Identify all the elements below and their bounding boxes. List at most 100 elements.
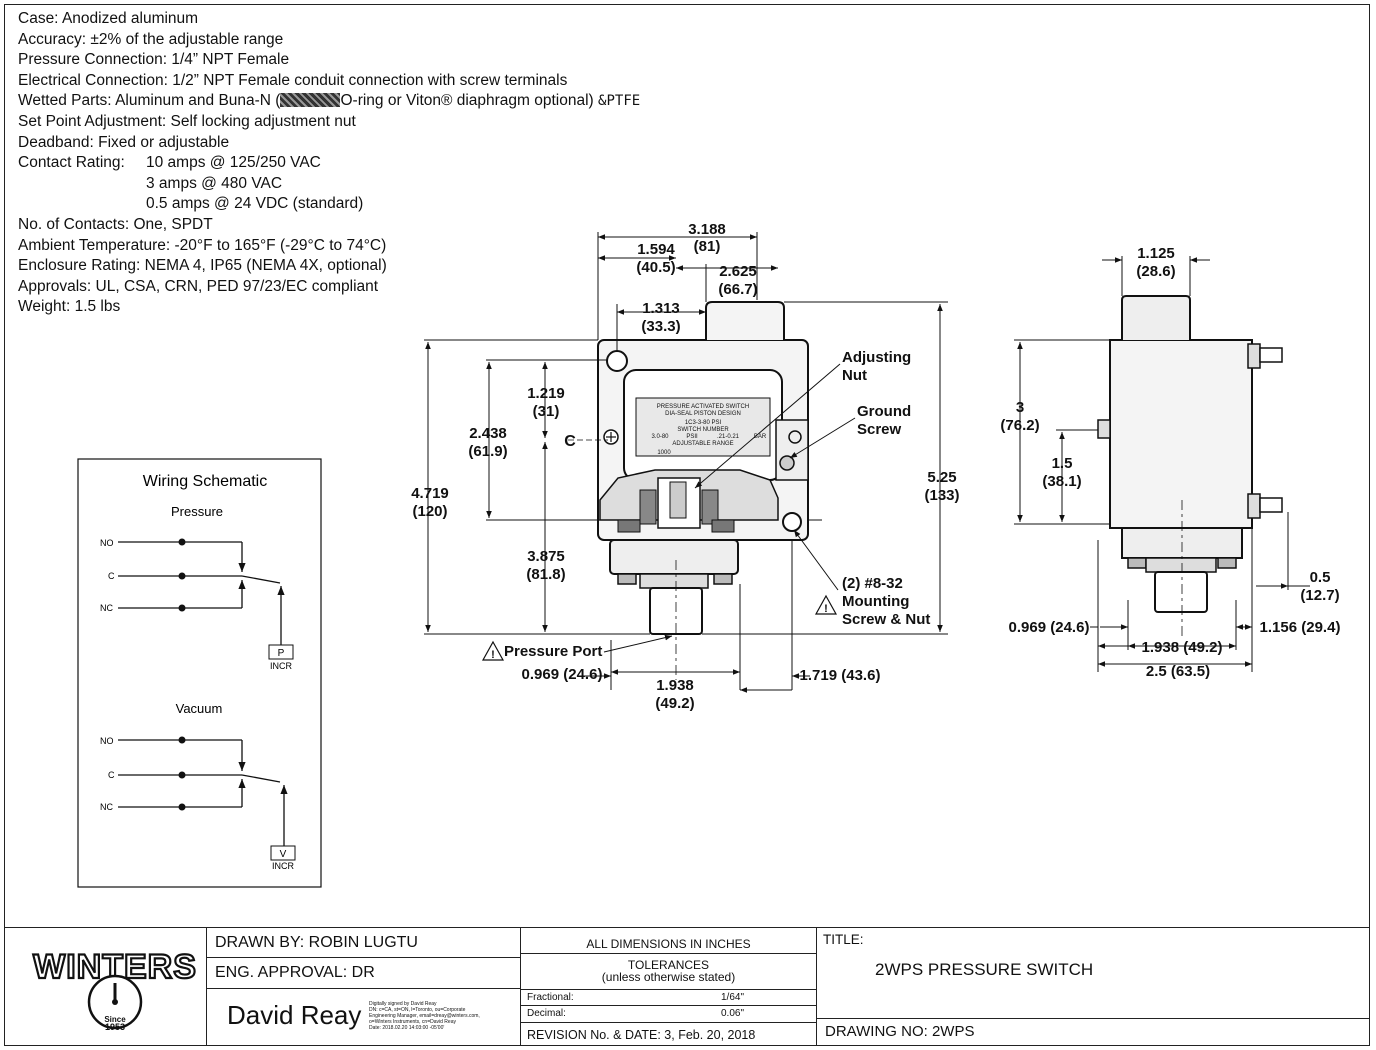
dim-1938: 1.938 [656,677,694,694]
title-label: TITLE: [823,932,864,947]
dim-3188: 3.188 [688,221,726,238]
side-dim-1156: 1.156 (29.4) [1260,619,1341,636]
pressure-housing [609,539,739,575]
drawing-number: DRAWING NO: 2WPS [825,1023,975,1040]
side-dim-0969: 0.969 (24.6) [1009,619,1090,636]
winters-logo: WINTERS Since 1953 [32,947,197,1032]
callout-mounting-3: Screw & Nut [842,611,930,628]
signature-cell: David Reay Digitally signed by David Rea… [207,989,521,1045]
wiring-schematic: Wiring Schematic Pressure NO C NC P INCR… [77,458,322,888]
spec-pressure-connection: Pressure Connection: 1/4” NPT Female [18,51,290,69]
callout-ground: Ground [857,403,911,420]
contact-rating-1: 10 amps @ 125/250 VAC [146,154,321,172]
side-dim-15: 1.5 [1052,455,1073,472]
v-box-label: V [280,849,287,860]
decimal-value: 0.06" [721,1008,745,1019]
side-dim-3: 3 [1016,399,1024,416]
warning-icons [481,594,838,661]
spec-wetted-parts-b: O-ring or Viton® diaphragm optional) [340,92,599,110]
incr-label-pressure: INCR [270,661,292,671]
logo-since: Since [104,1015,126,1024]
dim-120: (120) [412,503,447,520]
fractional-label: Fractional: [527,992,574,1003]
dim-1719: 1.719 (43.6) [800,667,881,684]
front-view: PRESSURE ACTIVATED SWITCH DIA-SEAL PISTO… [568,301,809,680]
contact-rating-label: Contact Rating: [18,154,125,172]
sig-note-3: Engineering Manager, email=dreay@winters… [369,1013,480,1019]
conduit-boss [705,301,785,340]
callout-adjusting-nut: Nut [842,367,867,384]
nameplate-line-5c: .21-0.21 [717,434,740,440]
dim-0969: 0.969 (24.6) [522,666,603,683]
side-dim-05: 0.5 [1310,569,1331,586]
dim-405: (40.5) [636,259,675,276]
side-dimension-texts: 1.125 (28.6) 3 (76.2) 1.5 (38.1) 0.5 (12… [1000,245,1340,680]
dim-3875: 3.875 [527,548,565,565]
dim-333: (33.3) [641,318,680,335]
nc-label-vac: NC [100,802,113,812]
no-label-vac: NO [100,736,114,746]
dim-81: (81) [694,238,721,255]
front-dimension-texts: 3.188 (81) 1.594 (40.5) 2.625 (66.7) 1.3… [411,221,959,712]
vacuum-label: Vacuum [176,701,223,716]
centerline-symbol: C [564,433,576,450]
nameplate-line-5b: PSII [686,434,698,440]
front-callouts: Adjusting Nut Ground Screw (2) #8-32 Mou… [504,349,930,660]
drawing-frame [4,4,1370,1046]
spec-case: Case: Anodized aluminum [18,10,199,27]
contact-rating-3: 0.5 amps @ 24 VDC (standard) [146,195,364,213]
callout-mounting-1: (2) #8-32 [842,575,903,592]
specifications-list: Case: Anodized aluminum Accuracy: ±2% of… [18,9,640,318]
side-dimension-lines [1014,256,1310,672]
dim-818: (81.8) [526,566,565,583]
nameplate-line-1: PRESSURE ACTIVATED SWITCH [657,404,749,410]
signature-note: Digitally signed by David Reay DN: c=CA,… [369,1001,480,1031]
nc-label: NC [100,603,113,613]
spec-approvals: Approvals: UL, CSA, CRN, PED 97/23/EC co… [18,277,379,295]
all-dimensions: ALL DIMENSIONS IN INCHES [586,937,751,951]
dim-492: (49.2) [655,695,694,712]
spec-contact-rating: Contact Rating: 10 amps @ 125/250 VAC [18,153,640,174]
title-block: WINTERS Since 1953 DRAWN BY: ROBIN LUGTU… [4,927,1370,1047]
schematic-box [77,458,322,888]
schematic-title: Wiring Schematic [143,473,267,490]
side-dim-127: (12.7) [1300,587,1339,604]
dim-1219: 1.219 [527,385,565,402]
dim-1313: 1.313 [642,300,680,317]
logo-year: 1953 [105,1022,125,1032]
nameplate-line-2: DIA-SEAL PISTON DESIGN [665,411,741,417]
nameplate-line-5d: BAR [754,434,767,440]
signature: David Reay [227,1000,362,1030]
dim-1594: 1.594 [637,241,675,258]
all-dims-cell: ALL DIMENSIONS IN INCHES [521,928,817,954]
drawing-title: 2WPS PRESSURE SWITCH [875,960,1094,979]
spec-electrical-connection: Electrical Connection: 1/2” NPT Female c… [18,71,568,89]
side-dim-762: (76.2) [1000,417,1039,434]
sig-note-4: o=Winters Instruments, cn=David Reay [369,1019,456,1025]
mounting-hole-top [606,350,628,372]
dim-525: 5.25 [927,469,956,486]
mounting-hole-bottom [782,512,802,532]
callout-adjusting: Adjusting [842,349,911,366]
unless-stated: (unless otherwise stated) [601,970,736,984]
svg-text:!: ! [491,649,495,661]
side-dim-1938: 1.938 (49.2) [1142,639,1223,656]
dim-2438: 2.438 [469,425,507,442]
spec-contacts: No. of Contacts: One, SPDT [18,215,213,233]
incr-label-vacuum: INCR [272,861,294,871]
dim-667: (66.7) [718,281,757,298]
dim-619: (61.9) [468,443,507,460]
nameplate [635,397,771,457]
nameplate-line-7: 1000 [657,450,671,456]
nameplate-line-4: SWITCH NUMBER [677,427,729,433]
side-dim-381: (38.1) [1042,473,1081,490]
decimal-row: Decimal: 0.06" [521,1006,817,1023]
warning-icon-mounting [814,594,838,615]
spec-deadband: Deadband: Fixed or adjustable [18,133,230,151]
sig-note-2: DN: c=CA, st=ON, l=Toronto, ou=Corporate [369,1007,466,1013]
side-dim-1125: 1.125 [1137,245,1175,262]
callout-pressure-port: Pressure Port [504,643,602,660]
callout-mounting-2: Mounting [842,593,909,610]
pressure-label: Pressure [171,504,223,519]
